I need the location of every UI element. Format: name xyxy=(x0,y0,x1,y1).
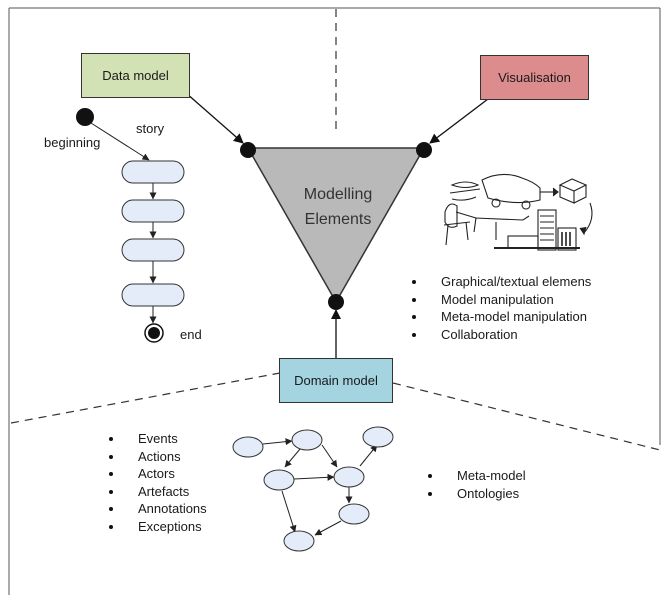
story-label: story xyxy=(136,121,165,136)
list-item: Graphical/textual elemens xyxy=(409,273,591,291)
list-item: Meta-model xyxy=(425,467,526,485)
arrow-visualisation xyxy=(429,98,489,144)
modelling-elements-line1: Modelling xyxy=(303,186,373,203)
list-item: Ontologies xyxy=(425,485,526,503)
modelling-elements-label: Modelling Elements xyxy=(248,182,428,232)
list-item: Actors xyxy=(106,465,207,483)
corner-dot-bottom xyxy=(328,294,344,310)
graph-node-2 xyxy=(291,429,323,451)
corner-dot-right xyxy=(416,142,432,158)
list-item: Exceptions xyxy=(106,518,207,536)
list-item: Model manipulation xyxy=(409,291,591,309)
graph-edge-5 xyxy=(359,444,378,467)
graph-edge-4 xyxy=(293,473,335,481)
data-model-box: Data model xyxy=(81,53,190,98)
list-item: Actions xyxy=(106,448,207,466)
graph-edge-7 xyxy=(281,490,297,533)
domain-model-box: Domain model xyxy=(279,358,393,403)
list-item: Annotations xyxy=(106,500,207,518)
story-step-1 xyxy=(121,160,185,184)
graph-node-1 xyxy=(232,436,264,458)
domain-model-label: Domain model xyxy=(294,373,378,388)
story-start-arrow xyxy=(90,122,150,161)
graph-node-7 xyxy=(283,530,315,552)
meta-list: Meta-model Ontologies xyxy=(425,467,526,502)
list-item: Meta-model manipulation xyxy=(409,308,591,326)
graph-edge-1 xyxy=(262,438,293,446)
beginning-label: beginning xyxy=(44,135,101,150)
story-start-dot xyxy=(76,108,94,126)
graph-edge-8 xyxy=(314,520,342,536)
divider-left xyxy=(10,372,281,424)
story-step-3 xyxy=(121,238,185,262)
visualisation-list: Graphical/textual elemens Model manipula… xyxy=(409,273,591,343)
story-end-dot xyxy=(148,327,160,339)
visualisation-box: Visualisation xyxy=(480,55,589,100)
graph-node-6 xyxy=(338,503,370,525)
domain-graph xyxy=(232,426,394,552)
modelling-elements-line2: Elements xyxy=(304,211,372,228)
domain-list: Events Actions Actors Artefacts Annotati… xyxy=(106,430,207,535)
graph-node-4 xyxy=(263,469,295,491)
graph-edge-3 xyxy=(321,444,338,468)
list-item: Collaboration xyxy=(409,326,591,344)
data-model-label: Data model xyxy=(102,68,169,83)
arrow-data-model xyxy=(185,92,244,144)
end-label: end xyxy=(180,327,202,342)
graph-edge-2 xyxy=(284,448,301,468)
graph-node-3 xyxy=(362,426,394,448)
divider-right xyxy=(392,382,661,451)
corner-dot-left xyxy=(240,142,256,158)
visualisation-label: Visualisation xyxy=(498,70,571,85)
modelling-elements-triangle xyxy=(246,147,426,304)
list-item: Events xyxy=(106,430,207,448)
story-step-2 xyxy=(121,199,185,223)
graph-node-5 xyxy=(333,466,365,488)
story-step-4 xyxy=(121,283,185,307)
list-item: Artefacts xyxy=(106,483,207,501)
visualisation-sketch xyxy=(443,173,593,251)
